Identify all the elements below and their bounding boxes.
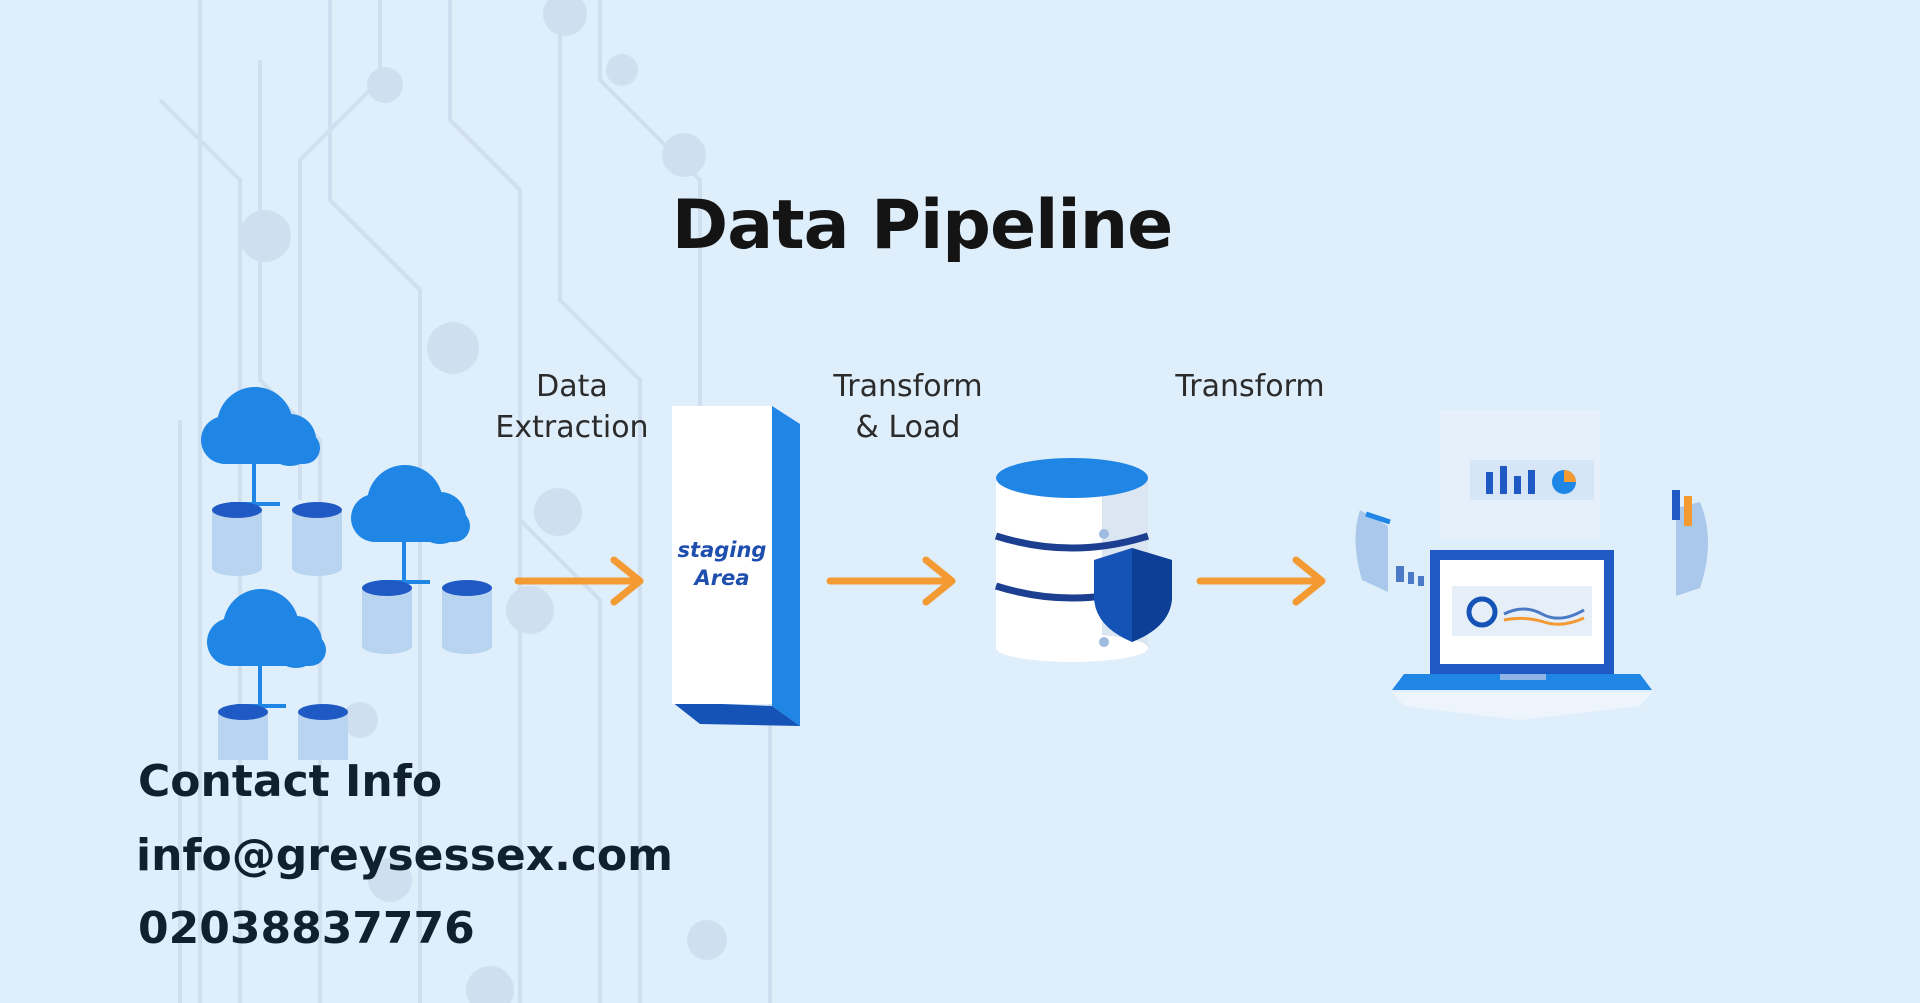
step-label-transform: Transform: [1175, 369, 1325, 404]
arrow-right-icon: [826, 556, 956, 606]
staging-area-icon: staging Area: [672, 406, 812, 726]
transform-load-label-line2: & Load: [855, 410, 961, 445]
contact-email[interactable]: info@greysessex.com: [136, 830, 674, 881]
contact-heading: Contact Info: [138, 756, 443, 807]
step-label-extraction: Data Extraction: [482, 366, 662, 448]
step-label-transform-load: Transform & Load: [808, 366, 1008, 448]
laptop-dashboard-icon: [1355, 410, 1708, 720]
cloud-database-icon: [201, 387, 492, 760]
staging-label-line2: Area: [694, 566, 750, 590]
contact-phone[interactable]: 02038837776: [138, 903, 475, 954]
staging-area-label: staging Area: [672, 536, 772, 592]
staging-label-line1: staging: [677, 538, 767, 562]
extraction-label-line1: Data: [536, 369, 608, 404]
arrow-right-icon: [514, 556, 644, 606]
database-shield-icon: [994, 458, 1172, 662]
arrow-right-icon: [1196, 556, 1326, 606]
page-title: Data Pipeline: [671, 186, 1174, 265]
extraction-label-line2: Extraction: [495, 410, 649, 445]
transform-load-label-line1: Transform: [833, 369, 983, 404]
